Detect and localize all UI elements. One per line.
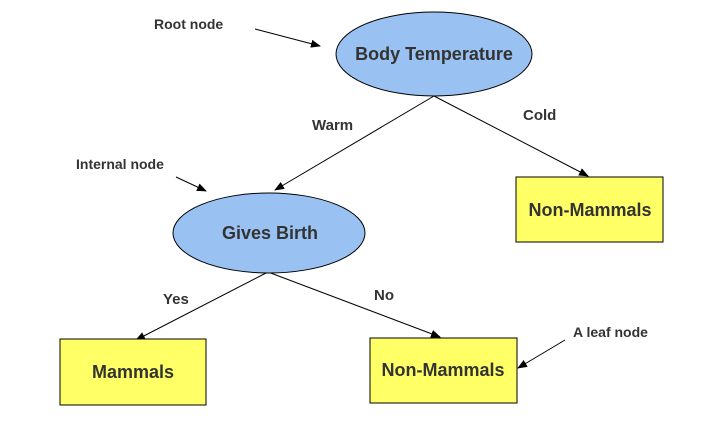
leaf-node-mammals: Mammals (59, 338, 207, 406)
leaf-node-mammals-label: Mammals (92, 362, 174, 382)
root-node-pointer-arrow (254, 28, 321, 48)
leaf-node-non-mammals-no-label: Non-Mammals (381, 360, 504, 380)
edge-root-to-gives-birth (274, 95, 435, 191)
edge-label-no: No (374, 287, 394, 304)
leaf-node-mammals-box (59, 338, 207, 406)
root-node-ellipse (335, 11, 533, 97)
edge-label-cold: Cold (523, 107, 556, 124)
edge-label-yes: Yes (163, 291, 189, 308)
leaf-node-pointer-arrow (517, 339, 566, 369)
edge-gives-birth-to-non-mammals-no (267, 271, 441, 338)
annotation-root-node: Root node (154, 16, 223, 32)
leaf-node-non-mammals-no-box (369, 337, 518, 404)
root-node: Body Temperature (335, 11, 533, 97)
edge-root-to-non-mammals-cold (433, 95, 589, 177)
edge-gives-birth-to-mammals (135, 271, 269, 341)
internal-node-pointer-arrow (175, 176, 207, 192)
leaf-node-non-mammals-cold-label: Non-Mammals (528, 200, 651, 220)
leaf-node-non-mammals-no: Non-Mammals (369, 337, 518, 404)
leaf-node-non-mammals-cold-box (515, 176, 664, 243)
internal-node: Gives Birth (172, 192, 366, 274)
leaf-node-non-mammals-cold: Non-Mammals (515, 176, 664, 243)
root-node-label: Body Temperature (355, 44, 513, 64)
annotation-leaf-node: A leaf node (573, 324, 648, 340)
internal-node-ellipse (172, 192, 366, 274)
edge-label-warm: Warm (312, 117, 353, 134)
internal-node-label: Gives Birth (222, 223, 318, 243)
annotation-internal-node: Internal node (76, 156, 164, 172)
